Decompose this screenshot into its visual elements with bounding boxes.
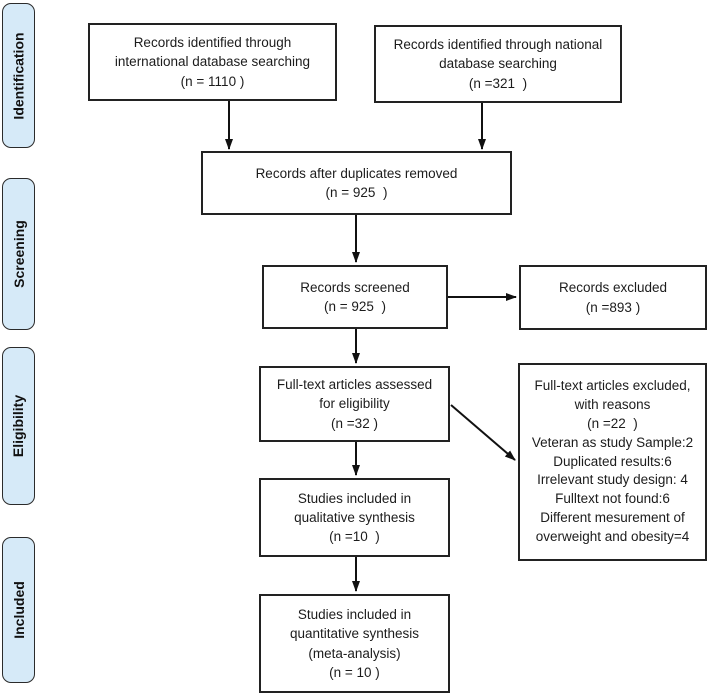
stage-identification-label: Identification (10, 31, 27, 120)
box-fulltext-excluded-reasons: Full-text articles excluded, with reason… (518, 363, 707, 561)
box-records-excluded: Records excluded (n =893 ) (519, 265, 707, 330)
stage-eligibility: Eligibility (2, 347, 35, 505)
stage-screening: Screening (2, 178, 35, 330)
box-records-screened: Records screened (n = 925 ) (262, 265, 448, 329)
box-quantitative-synthesis: Studies included in quantitative synthes… (259, 594, 450, 693)
arrow-fulltext-to-excluded-reasons (450, 404, 516, 461)
box-records-identified-national: Records identified through national data… (374, 25, 622, 103)
box-records-after-duplicates: Records after duplicates removed (n = 92… (201, 151, 512, 215)
box-records-identified-international: Records identified through international… (88, 23, 337, 101)
stage-eligibility-label: Eligibility (10, 394, 27, 458)
stage-included: Included (2, 537, 35, 683)
stage-screening-label: Screening (10, 220, 27, 288)
stage-included-label: Included (10, 581, 27, 639)
box-qualitative-synthesis: Studies included in qualitative synthesi… (259, 478, 450, 557)
stage-identification: Identification (2, 3, 35, 148)
box-fulltext-assessed: Full-text articles assessed for eligibil… (259, 366, 450, 442)
